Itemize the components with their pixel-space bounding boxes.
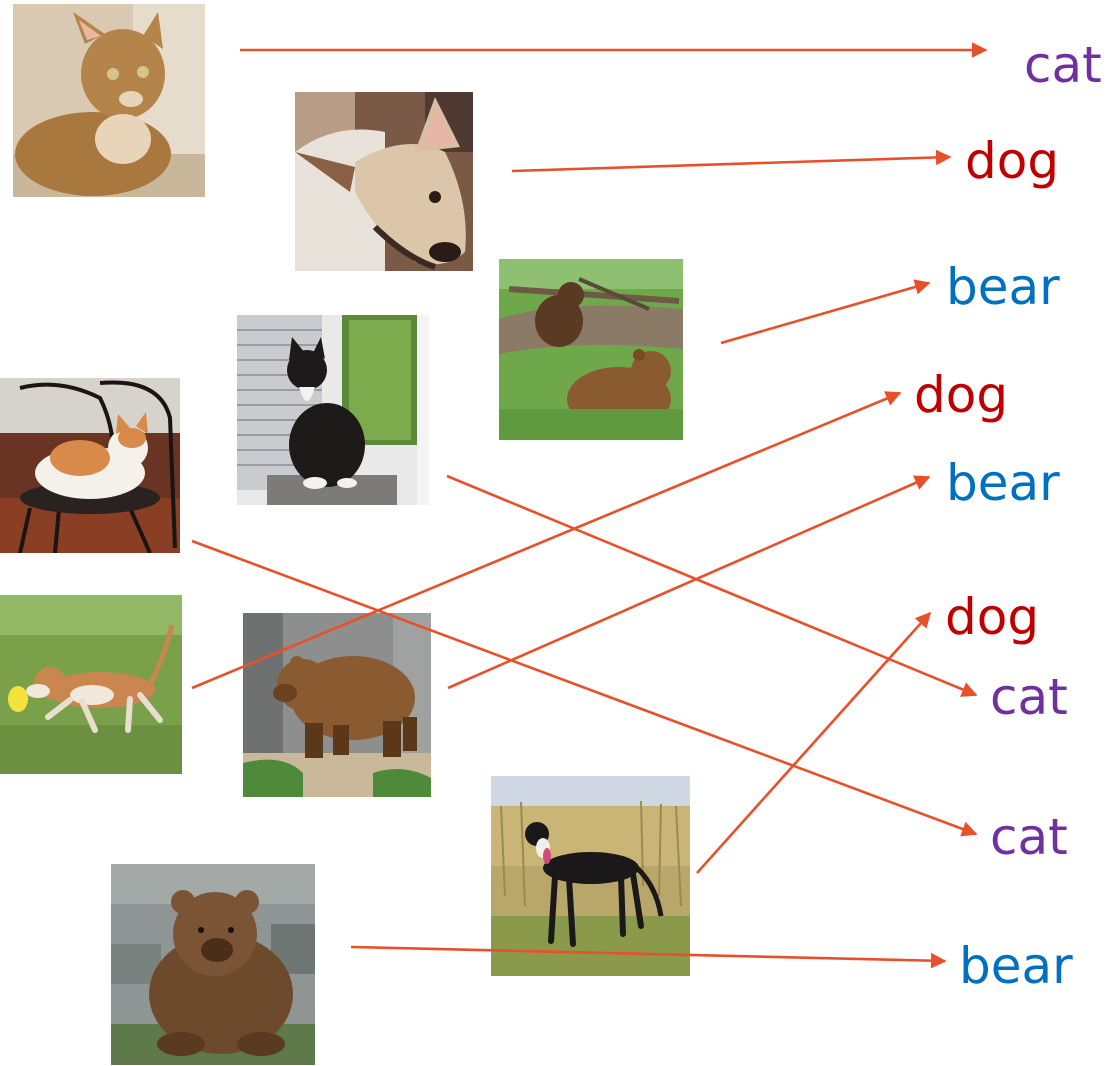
- label-dog-6: dog: [945, 588, 1040, 646]
- dog-photo-icon: [0, 595, 182, 774]
- dog-photo-icon: [295, 92, 473, 271]
- dog-photo-icon: [491, 776, 690, 976]
- label-bear-3: bear: [946, 258, 1060, 316]
- arrow-6: [696, 611, 932, 874]
- bear-photo-icon: [243, 613, 431, 797]
- bear-photo-icon: [111, 864, 315, 1065]
- label-cat-7: cat: [990, 668, 1068, 726]
- label-dog-2: dog: [965, 132, 1060, 190]
- cat-photo-icon: [0, 378, 180, 553]
- arrow-3: [720, 279, 931, 345]
- arrow-5: [447, 475, 931, 690]
- label-cat-8: cat: [990, 808, 1068, 866]
- cat-photo-icon: [13, 4, 205, 197]
- label-dog-4: dog: [914, 366, 1009, 424]
- arrow-2: [511, 149, 952, 173]
- arrow-7: [446, 474, 978, 697]
- label-bear-5: bear: [946, 454, 1060, 512]
- label-cat-1: cat: [1024, 36, 1102, 94]
- cat-photo-icon: [237, 315, 429, 505]
- bear-photo-icon: [499, 259, 683, 440]
- label-bear-9: bear: [959, 937, 1073, 995]
